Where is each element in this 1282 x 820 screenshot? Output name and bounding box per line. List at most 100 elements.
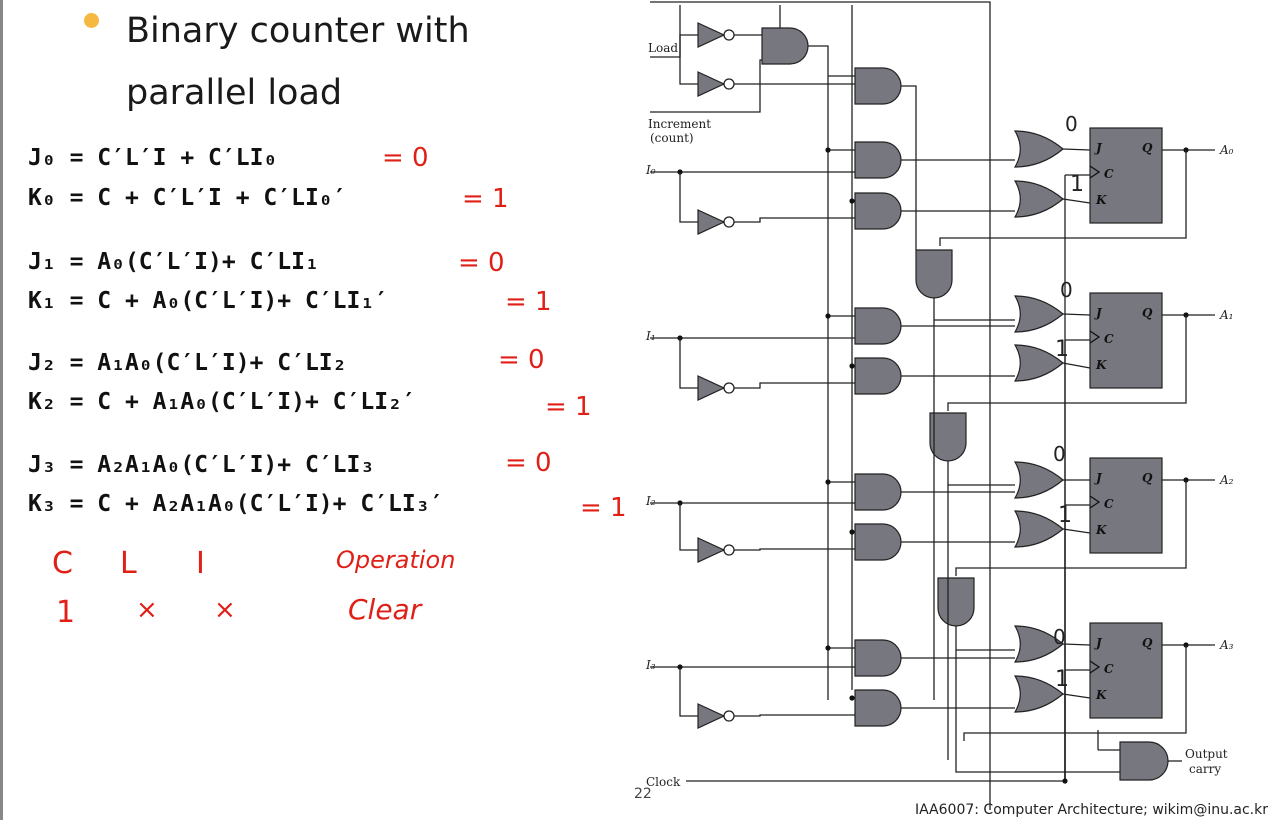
junction-dot: [1062, 778, 1068, 784]
ff-pin-j: J: [1094, 141, 1103, 155]
and-gate: [854, 192, 902, 230]
ff-pin-q: Q: [1142, 636, 1153, 650]
wire: [679, 57, 698, 85]
ink-row-i: ×: [214, 595, 236, 625]
ff-pin-k: K: [1095, 358, 1107, 372]
equation-lhs: J₀: [28, 145, 56, 171]
wire: [955, 626, 1015, 651]
wire: [650, 1, 991, 110]
and-gate: [854, 473, 902, 511]
junction-dot: [825, 147, 831, 153]
wire: [734, 548, 855, 551]
not-gate: [697, 537, 726, 563]
ink-mark-one: 1: [1055, 337, 1069, 362]
ink-header-operation: Operation: [336, 546, 456, 574]
ink-note: = 1: [580, 493, 627, 523]
and-gate: [761, 27, 809, 65]
wire: [955, 480, 1187, 576]
ff-pin-k: K: [1095, 688, 1107, 702]
equation-rhs: = C′L′I + C′LI₀: [69, 145, 278, 171]
wire: [679, 338, 698, 389]
not-gate-bubble: [723, 544, 735, 556]
ink-note: = 0: [458, 248, 505, 278]
or-gate: [1013, 461, 1064, 499]
equation-j3: J₃ = A₂A₁A₀(C′L′I)+ C′LI₃: [28, 452, 374, 478]
equation-lhs: K₀: [28, 185, 56, 211]
and-gate: [915, 249, 953, 299]
slide-title: Binary counter with parallel load: [126, 11, 470, 113]
ink-mark-one: 1: [1058, 503, 1072, 528]
load-label: Load: [648, 41, 678, 55]
not-gate: [697, 375, 726, 401]
wire: [679, 667, 698, 717]
and-gate: [854, 639, 902, 677]
wire: [734, 217, 855, 223]
ink-note: = 0: [382, 143, 429, 173]
wire: [650, 59, 762, 113]
slide-border: [0, 0, 3, 820]
and-gate: [854, 357, 902, 395]
wire: [1062, 362, 1091, 369]
increment-label: Increment: [648, 117, 711, 131]
equation-k1: K₁ = C + A₀(C′L′I)+ C′LI₁′: [28, 288, 388, 314]
equation-k0: K₀ = C + C′L′I + C′LI₀′: [28, 185, 347, 211]
ink-mark-one: 1: [1070, 172, 1084, 197]
ff-pin-q: Q: [1142, 306, 1153, 320]
equation-k2: K₂ = C + A₁A₀(C′L′I)+ C′LI₂′: [28, 389, 416, 415]
junction-dot: [849, 529, 855, 535]
ink-header-l: L: [120, 546, 137, 581]
ff-pin-j: J: [1094, 471, 1103, 485]
junction-dot: [825, 645, 831, 651]
ff-pin-c: C: [1104, 167, 1114, 181]
wire: [1062, 198, 1091, 204]
and-gate: [937, 577, 975, 627]
ff-pin-q: Q: [1142, 471, 1153, 485]
wire: [679, 172, 698, 223]
and-gate: [854, 67, 902, 105]
input-label: I₃: [645, 658, 656, 672]
not-gate-bubble: [723, 216, 735, 228]
jk-flipflop: [1089, 622, 1163, 719]
equation-lhs: K₃: [28, 491, 56, 517]
clock-triangle: [1089, 330, 1101, 344]
wire: [1062, 643, 1091, 646]
ink-note: = 1: [505, 287, 552, 317]
equation-j2: J₂ = A₁A₀(C′L′I)+ C′LI₂: [28, 350, 347, 376]
not-gate: [697, 703, 726, 729]
input-label: I₀: [645, 163, 656, 177]
equation-lhs: J₃: [28, 452, 56, 478]
wire: [1062, 693, 1091, 699]
wire: [808, 45, 829, 700]
wire: [955, 650, 1120, 773]
and-gate: [854, 689, 902, 727]
clock-triangle: [1089, 495, 1101, 509]
ink-note: = 1: [545, 392, 592, 422]
slide-footer: IAA6007: Computer Architecture; wikim@in…: [914, 802, 1268, 818]
ff-pin-c: C: [1104, 332, 1114, 346]
ff-pin-j: J: [1094, 306, 1103, 320]
equation-k3: K₃ = C + A₂A₁A₀(C′L′I)+ C′LI₃′: [28, 491, 443, 517]
ff-pin-q: Q: [1142, 141, 1153, 155]
output-label: A₁: [1219, 308, 1233, 322]
and-gate: [1119, 741, 1169, 781]
or-gate: [1013, 675, 1064, 713]
clock-triangle: [1089, 165, 1101, 179]
wire: [1062, 528, 1091, 534]
equation-lhs: J₁: [28, 249, 56, 275]
junction-dot: [825, 313, 831, 319]
or-gate: [1013, 295, 1064, 333]
wire: [679, 503, 698, 551]
equation-rhs: = C + A₂A₁A₀(C′L′I)+ C′LI₃′: [69, 491, 444, 517]
junction-dot: [849, 363, 855, 369]
wire: [939, 150, 1187, 246]
ink-row-c: 1: [56, 595, 76, 630]
not-gate-bubble: [723, 29, 735, 41]
and-gate: [854, 141, 902, 179]
ff-pin-k: K: [1095, 193, 1107, 207]
equation-lhs: K₂: [28, 389, 56, 415]
ff-pin-c: C: [1104, 662, 1114, 676]
ink-header-c: C: [52, 546, 73, 581]
wire: [963, 645, 1187, 741]
and-gate: [929, 412, 967, 462]
